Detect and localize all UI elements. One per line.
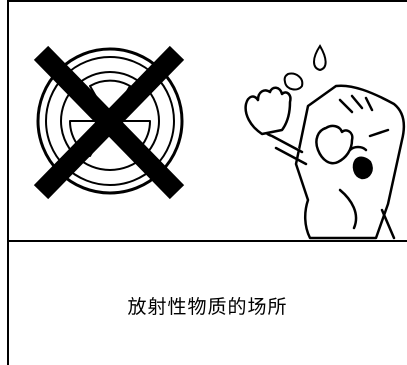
frightened-person-icon xyxy=(244,84,406,240)
radiation-trefoil-with-cross-icon xyxy=(33,45,185,200)
panel-border xyxy=(7,0,407,365)
caption-text: 放射性物质的场所 xyxy=(127,296,288,318)
sweat-drop-icon xyxy=(283,44,327,91)
